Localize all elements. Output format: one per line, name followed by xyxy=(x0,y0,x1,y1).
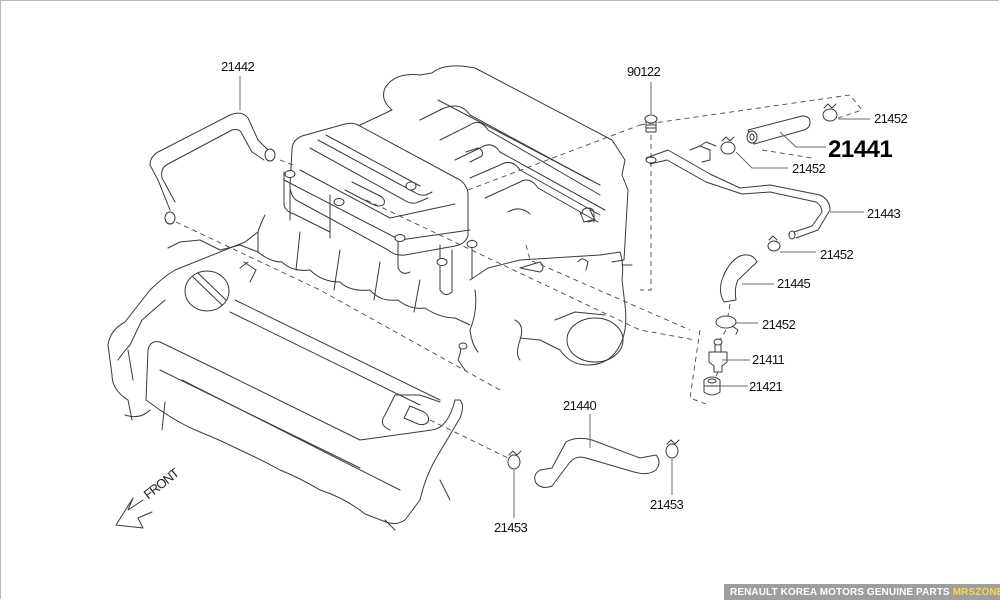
clamp-21453-right-drawing xyxy=(665,439,680,459)
clamp-21452-top-drawing xyxy=(822,103,838,122)
part-label-21452-top[interactable]: 21452 xyxy=(874,111,908,126)
part-label-21453-right[interactable]: 21453 xyxy=(650,497,684,512)
pcv-valve-21411-drawing xyxy=(708,338,728,373)
part-label-21421[interactable]: 21421 xyxy=(749,379,783,394)
footer-text-main: RENAULT KOREA MOTORS GENUINE PARTS xyxy=(730,586,950,598)
assembly-guide-lines xyxy=(175,94,863,459)
part-label-21442[interactable]: 21442 xyxy=(221,59,255,74)
part-label-21441-highlighted[interactable]: 21441 xyxy=(828,136,893,163)
hose-21445-drawing xyxy=(719,254,758,303)
footer-brand: MRSZONE xyxy=(952,586,1000,598)
part-label-21443[interactable]: 21443 xyxy=(867,206,901,221)
leader-lines xyxy=(239,76,870,518)
part-label-21445[interactable]: 21445 xyxy=(777,276,811,291)
part-label-90122[interactable]: 90122 xyxy=(627,64,661,79)
hose-21441-drawing xyxy=(746,115,811,145)
hose-21442-drawing xyxy=(149,112,276,225)
grommet-21421-drawing xyxy=(703,376,721,396)
part-label-21452-right[interactable]: 21452 xyxy=(820,247,854,262)
front-direction-arrow-icon xyxy=(115,497,153,529)
part-label-21440[interactable]: 21440 xyxy=(563,398,597,413)
part-label-21453-left[interactable]: 21453 xyxy=(494,520,528,535)
part-label-21411[interactable]: 21411 xyxy=(752,352,785,367)
hose-21440-drawing xyxy=(534,437,660,488)
clamp-21453-left-drawing xyxy=(507,450,522,470)
part-label-21452-low[interactable]: 21452 xyxy=(762,317,796,332)
engine-assembly-drawing xyxy=(107,65,633,531)
clamp-21452-mid-drawing xyxy=(720,136,736,155)
clamp-21452-low-drawing xyxy=(715,315,739,335)
part-label-21452-mid[interactable]: 21452 xyxy=(792,161,826,176)
clamp-21452-right-drawing xyxy=(767,235,781,252)
